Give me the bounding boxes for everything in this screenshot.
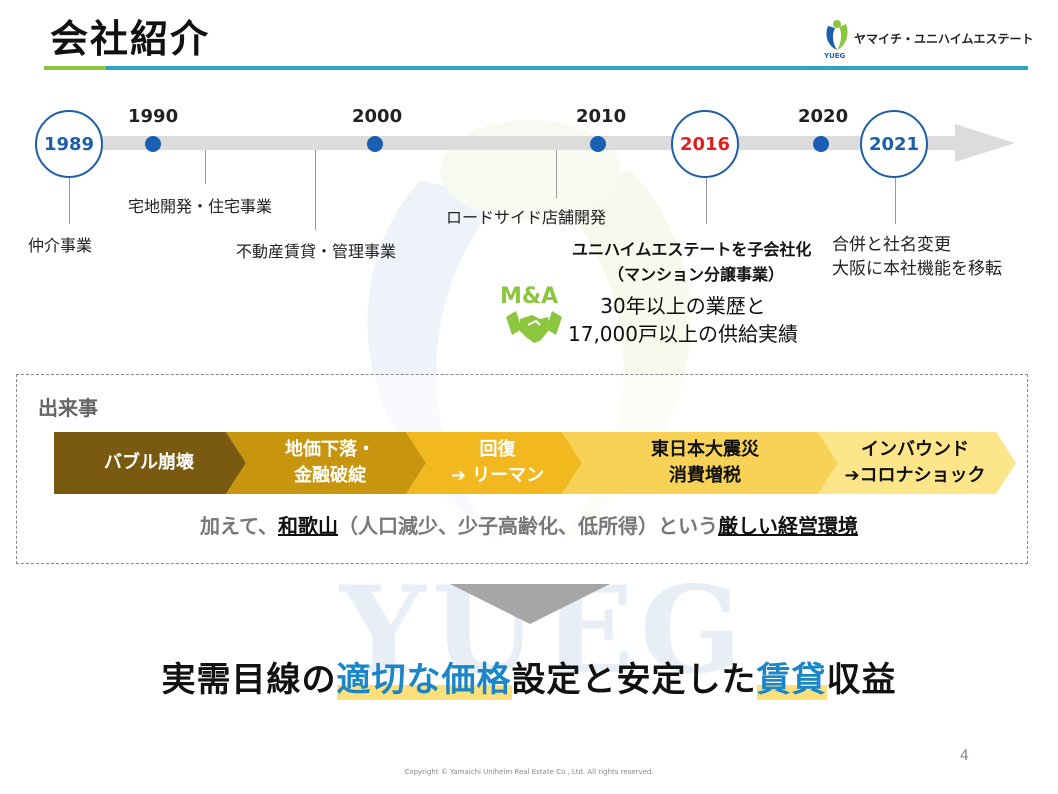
track-record-line2: 17,000戸以上の供給実績 — [568, 322, 798, 346]
logo-leaf-icon — [826, 20, 848, 50]
logo-company-name: ヤマイチ・ユニハイムエステート — [854, 32, 1034, 46]
wakayama: 和歌山 — [278, 514, 338, 538]
conclusion-message: 実需目線の適切な価格設定と安定した賃貸収益 — [161, 660, 897, 700]
logo-abbreviation: YUEG — [824, 52, 846, 60]
year-label-1990: 1990 — [128, 106, 179, 127]
tick-brokerage — [69, 178, 70, 224]
stage-3-label: 回復 ➔ リーマン — [450, 439, 545, 486]
events-title: 出来事 — [38, 396, 98, 420]
event-subsidiary-line1: ユニハイムエステートを子会社化 — [572, 240, 812, 259]
stage-1-label: バブル崩壊 — [104, 452, 194, 473]
year-circle-2021: 2021 — [860, 110, 928, 178]
stage-4-label: 東日本大震災 消費増税 — [651, 439, 759, 486]
ma-label: M&A — [500, 284, 559, 309]
track-record-line1: 30年以上の業歴と — [600, 294, 766, 318]
event-roadside: ロードサイド店舗開発 — [446, 208, 607, 227]
page-number: 4 — [960, 748, 969, 764]
event-merger-line2: 大阪に本社機能を移転 — [832, 259, 1002, 279]
stage-2-label: 地価下落・ 金融破綻 — [285, 439, 375, 486]
event-rental: 不動産賃貸・管理事業 — [236, 242, 397, 261]
tick-subsidiary — [706, 178, 707, 224]
chevron-stage-5 — [818, 432, 1016, 494]
chevron-stage-4 — [562, 432, 838, 494]
down-arrow-icon — [450, 584, 610, 624]
chevron-stage-3 — [406, 432, 582, 494]
business-environment: 加えて、和歌山（人口減少、少子高齢化、低所得）という厳しい経営環境 — [200, 514, 858, 538]
year-label-2020: 2020 — [798, 106, 849, 127]
timeline-dot-2020 — [813, 136, 829, 152]
page-title: 会社紹介 — [50, 17, 211, 61]
year-label-2000: 2000 — [352, 106, 403, 127]
event-brokerage: 仲介事業 — [28, 236, 93, 255]
copyright-notice: Copyright © Yamaichi Uniheim Real Estate… — [404, 768, 654, 776]
chevron-stage-1 — [54, 432, 246, 494]
timeline-dot-1990 — [145, 136, 161, 152]
events-chevrons — [54, 432, 1016, 494]
header-divider-accent — [44, 66, 106, 70]
tick-housing — [205, 150, 206, 184]
timeline-dot-2010 — [590, 136, 606, 152]
chevron-stage-2 — [226, 432, 426, 494]
tick-merger — [895, 178, 896, 224]
year-circle-2016: 2016 — [671, 110, 739, 178]
year-circle-1989: 1989 — [35, 110, 103, 178]
header-divider — [44, 66, 1028, 70]
tick-rental — [315, 150, 316, 230]
tick-roadside — [556, 150, 557, 198]
event-subsidiary-line2: （マンション分譲事業） — [608, 265, 785, 284]
track-record: 30年以上の業歴と 17,000戸以上の供給実績 — [568, 292, 798, 348]
company-logo: YUEG ヤマイチ・ユニハイムエステート — [822, 18, 1034, 62]
handshake-icon — [506, 311, 562, 343]
harsh-environment: 厳しい経営環境 — [718, 514, 858, 538]
event-merger-line1: 合併と社名変更 — [832, 235, 951, 255]
year-label-2010: 2010 — [576, 106, 627, 127]
stage-5-label: インバウンド ➔コロナショック — [844, 439, 986, 486]
event-housing: 宅地開発・住宅事業 — [128, 197, 273, 216]
timeline-dot-2000 — [367, 136, 383, 152]
